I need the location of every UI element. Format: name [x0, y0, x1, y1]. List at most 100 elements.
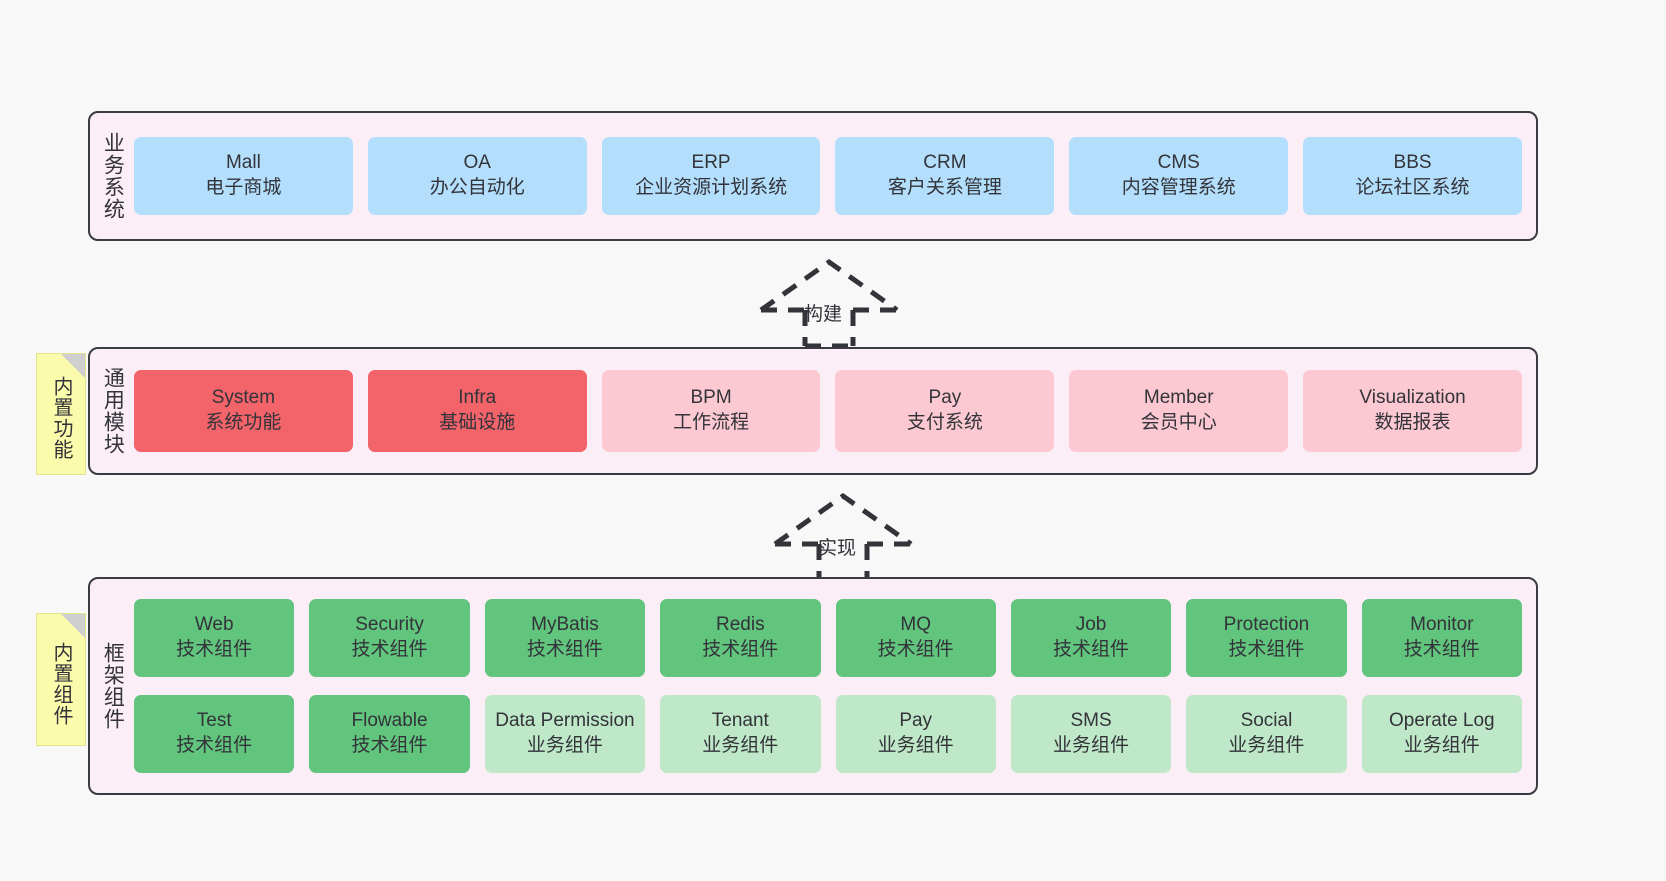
card-subtitle: 办公自动化	[429, 177, 525, 198]
card-title: Operate Log	[1388, 710, 1495, 732]
card-title: Protection	[1223, 614, 1310, 636]
card-subtitle: 客户关系管理	[887, 177, 1002, 198]
layer-body-common-modules: System 系统功能 Infra 基础设施 BPM 工作流程 Pay 支付系统…	[134, 349, 1536, 473]
card-security[interactable]: Security 技术组件	[309, 599, 470, 677]
card-title: Security	[355, 614, 424, 636]
card-row: Mall 电子商城 OA 办公自动化 ERP 企业资源计划系统 CRM 客户关系…	[134, 137, 1522, 215]
card-tenant[interactable]: Tenant 业务组件	[660, 695, 821, 773]
card-erp[interactable]: ERP 企业资源计划系统	[601, 137, 821, 215]
card-flowable[interactable]: Flowable 技术组件	[309, 695, 470, 773]
layer-body-business-systems: Mall 电子商城 OA 办公自动化 ERP 企业资源计划系统 CRM 客户关系…	[134, 113, 1536, 239]
card-infra[interactable]: Infra 基础设施	[367, 370, 587, 452]
card-title: Visualization	[1359, 387, 1466, 409]
card-sms[interactable]: SMS 业务组件	[1010, 695, 1172, 773]
arrow-implement: 实现	[771, 492, 915, 583]
card-subtitle: 技术组件	[351, 735, 428, 756]
card-title: Infra	[458, 387, 497, 409]
card-cms[interactable]: CMS 内容管理系统	[1069, 137, 1289, 215]
card-social[interactable]: Social 业务组件	[1186, 695, 1347, 773]
card-subtitle: 内容管理系统	[1121, 177, 1236, 198]
card-test[interactable]: Test 技术组件	[134, 695, 295, 773]
card-bbs[interactable]: BBS 论坛社区系统	[1303, 137, 1522, 215]
card-title: Pay	[899, 710, 933, 732]
card-subtitle: 技术组件	[526, 639, 603, 660]
card-subtitle: 技术组件	[702, 639, 779, 660]
card-subtitle: 业务组件	[1403, 735, 1480, 756]
card-subtitle: 会员中心	[1140, 412, 1217, 433]
card-title: Flowable	[351, 710, 428, 732]
card-subtitle: 业务组件	[702, 735, 779, 756]
card-job[interactable]: Job 技术组件	[1010, 599, 1172, 677]
note-builtin-features: 内置功能	[36, 353, 86, 475]
card-title: BBS	[1393, 152, 1432, 174]
card-subtitle: 论坛社区系统	[1355, 177, 1470, 198]
card-row: Test 技术组件 Flowable 技术组件 Data Permission …	[134, 695, 1522, 773]
card-title: Redis	[716, 614, 765, 636]
card-subtitle: 技术组件	[351, 639, 428, 660]
layer-title-common-modules: 通用模块	[101, 367, 125, 455]
card-title: CRM	[923, 152, 967, 174]
card-visualization[interactable]: Visualization 数据报表	[1303, 370, 1522, 452]
card-row: Web 技术组件 Security 技术组件 MyBatis 技术组件 Redi…	[134, 599, 1522, 677]
card-subtitle: 业务组件	[1053, 735, 1130, 756]
card-subtitle: 系统功能	[205, 412, 282, 433]
card-mybatis[interactable]: MyBatis 技术组件	[484, 599, 646, 677]
card-subtitle: 基础设施	[439, 412, 516, 433]
card-subtitle: 技术组件	[877, 639, 954, 660]
card-title: SMS	[1070, 710, 1112, 732]
card-title: Test	[196, 710, 232, 732]
card-title: MyBatis	[531, 614, 599, 636]
card-subtitle: 技术组件	[176, 639, 253, 660]
arrow-build-label: 构建	[804, 304, 843, 325]
layer-framework-components: 框架组件 Web 技术组件 Security 技术组件 MyBatis 技术组件…	[88, 577, 1538, 795]
card-title: MQ	[900, 614, 931, 636]
card-subtitle: 业务组件	[1228, 735, 1305, 756]
card-member[interactable]: Member 会员中心	[1069, 370, 1289, 452]
card-subtitle: 企业资源计划系统	[635, 177, 788, 198]
card-data-permission[interactable]: Data Permission 业务组件	[484, 695, 646, 773]
card-title: Pay	[928, 387, 962, 409]
card-title: Data Permission	[495, 710, 635, 732]
card-operate-log[interactable]: Operate Log 业务组件	[1361, 695, 1522, 773]
card-subtitle: 电子商城	[205, 177, 282, 198]
card-mall[interactable]: Mall 电子商城	[134, 137, 353, 215]
note-fold-icon	[61, 614, 85, 638]
card-mq[interactable]: MQ 技术组件	[835, 599, 996, 677]
layer-business-systems: 业务系统 Mall 电子商城 OA 办公自动化 ERP 企业资源计划系统 CRM…	[88, 111, 1538, 241]
card-system[interactable]: System 系统功能	[134, 370, 353, 452]
card-subtitle: 技术组件	[1403, 639, 1480, 660]
card-title: OA	[463, 152, 491, 174]
card-pay-module[interactable]: Pay 支付系统	[835, 370, 1055, 452]
card-crm[interactable]: CRM 客户关系管理	[835, 137, 1055, 215]
card-title: ERP	[691, 152, 731, 174]
card-subtitle: 技术组件	[176, 735, 253, 756]
card-subtitle: 工作流程	[673, 412, 750, 433]
card-web[interactable]: Web 技术组件	[134, 599, 295, 677]
note-builtin-components: 内置组件	[36, 613, 86, 746]
card-subtitle: 业务组件	[877, 735, 954, 756]
card-title: System	[211, 387, 276, 409]
card-subtitle: 数据报表	[1374, 412, 1451, 433]
layer-title-business-systems: 业务系统	[101, 132, 125, 220]
card-redis[interactable]: Redis 技术组件	[660, 599, 821, 677]
card-title: Monitor	[1410, 614, 1474, 636]
card-oa[interactable]: OA 办公自动化	[367, 137, 587, 215]
card-pay-component[interactable]: Pay 业务组件	[835, 695, 996, 773]
card-title: BPM	[690, 387, 732, 409]
card-subtitle: 业务组件	[526, 735, 603, 756]
card-title: Web	[194, 614, 234, 636]
card-bpm[interactable]: BPM 工作流程	[601, 370, 821, 452]
card-protection[interactable]: Protection 技术组件	[1186, 599, 1347, 677]
card-title: Tenant	[711, 710, 769, 732]
note-label: 内置功能	[50, 376, 72, 460]
card-title: CMS	[1157, 152, 1200, 174]
layer-common-modules: 通用模块 System 系统功能 Infra 基础设施 BPM 工作流程 Pay…	[88, 347, 1538, 475]
note-fold-icon	[61, 354, 85, 378]
layer-body-framework-components: Web 技术组件 Security 技术组件 MyBatis 技术组件 Redi…	[134, 579, 1536, 793]
card-title: Member	[1143, 387, 1214, 409]
card-row: System 系统功能 Infra 基础设施 BPM 工作流程 Pay 支付系统…	[134, 370, 1522, 452]
card-monitor[interactable]: Monitor 技术组件	[1361, 599, 1522, 677]
card-title: Mall	[225, 152, 261, 174]
card-title: Job	[1075, 614, 1107, 636]
